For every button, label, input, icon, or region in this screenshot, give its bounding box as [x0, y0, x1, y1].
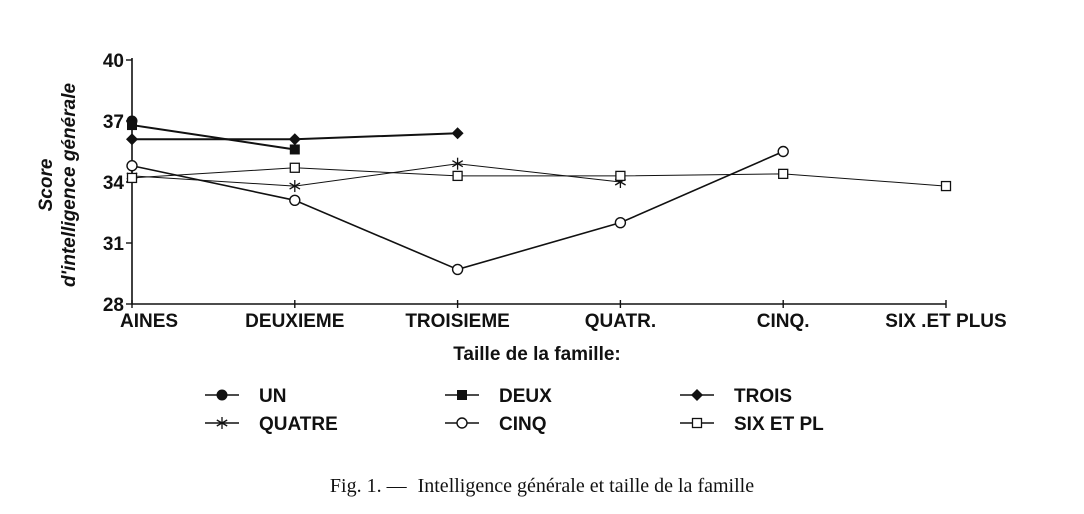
data-point-six-et-pl [452, 170, 463, 182]
data-point-cinq [451, 263, 464, 276]
legend-label: UN [259, 386, 286, 407]
legend-label: CINQ [499, 414, 547, 435]
y-axis-label-line2: d'intelligence générale [59, 83, 80, 288]
legend-item-trois: TROIS [680, 386, 792, 407]
data-point-six-et-pl [126, 172, 138, 184]
x-tick-label: TROISIEME [405, 311, 510, 332]
data-point-cinq [777, 145, 789, 158]
data-point-cinq [126, 160, 138, 172]
y-tick-label: 40 [103, 51, 124, 72]
series-line-six-et-pl [131, 167, 947, 187]
legend-marker-trois [691, 389, 703, 401]
series-quatre [126, 157, 626, 193]
legend-item-deux: DEUX [445, 386, 552, 407]
chart-series [126, 115, 952, 276]
y-tick-label: 28 [103, 295, 124, 316]
x-tick-label: CINQ. [757, 311, 810, 332]
series-trois [126, 127, 464, 146]
legend-marker-cinq [456, 417, 468, 429]
data-point-deux [127, 120, 137, 131]
data-point-cinq [289, 194, 301, 207]
legend-marker-un [216, 389, 228, 401]
data-point-six-et-pl [615, 170, 626, 182]
figure-caption: Fig. 1. — Intelligence générale et taill… [330, 475, 754, 497]
x-tick-label: AINES [120, 311, 178, 332]
chart-legend: UN DEUX TROIS QUATRE CINQ SIX ET PL [205, 386, 824, 435]
x-tick-label: DEUXIEME [245, 311, 344, 332]
legend-marker-deux [457, 390, 467, 400]
y-axis-label: Score d'intelligence générale [36, 83, 80, 288]
legend-label: QUATRE [259, 414, 338, 435]
series-six-et-pl [126, 162, 952, 192]
caption-prefix: Fig. 1. — [330, 475, 408, 497]
legend-label: DEUX [499, 386, 552, 407]
x-tick-label: SIX .ET PLUS [885, 311, 1006, 332]
x-tick-labels: AINES DEUXIEME TROISIEME QUATR. CINQ. SIX .ET… [120, 311, 1007, 332]
y-tick-label: 34 [103, 173, 125, 194]
y-axis-label-line1: Score [36, 158, 57, 211]
legend-label: TROIS [734, 386, 792, 407]
legend-item-quatre: QUATRE [205, 414, 338, 435]
data-point-cinq [614, 216, 627, 229]
data-point-trois [126, 133, 138, 146]
data-point-six-et-pl [940, 180, 952, 192]
y-tick-label: 37 [103, 112, 124, 133]
data-point-quatre [452, 157, 464, 170]
legend-item-un: UN [205, 386, 286, 407]
data-point-quatre [289, 180, 301, 193]
series-cinq [126, 145, 789, 276]
data-point-trois [451, 127, 464, 140]
series-line-quatre [131, 163, 621, 187]
x-axis-label: Taille de la famille: [453, 344, 621, 365]
legend-label: SIX ET PL [734, 414, 824, 435]
data-point-trois [288, 133, 301, 146]
data-point-deux [289, 144, 300, 155]
data-point-six-et-pl [778, 168, 789, 180]
y-tick-label: 31 [103, 234, 125, 255]
series-line-deux [131, 124, 295, 151]
series-deux [127, 120, 300, 155]
legend-marker-quatre [216, 417, 228, 429]
x-tick-label: QUATR. [585, 311, 656, 332]
legend-item-cinq: CINQ [445, 414, 547, 435]
data-point-six-et-pl [289, 162, 300, 173]
y-tick-labels: 28 31 34 37 40 [103, 51, 125, 316]
legend-item-six-et-pl: SIX ET PL [680, 414, 824, 435]
legend-marker-six-et-pl [691, 417, 703, 429]
caption-text: Intelligence générale et taille de la fa… [418, 475, 755, 497]
